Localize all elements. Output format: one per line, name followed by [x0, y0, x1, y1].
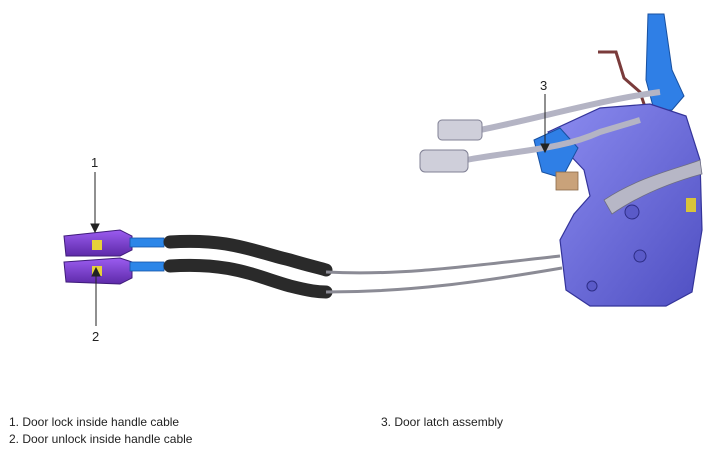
legend-right-column: 3. Door latch assembly [381, 414, 503, 431]
legend-left-column: 1. Door lock inside handle cable 2. Door… [9, 414, 192, 448]
callout-number-3: 3 [540, 78, 548, 93]
legend-item-1: 1. Door lock inside handle cable [9, 415, 180, 429]
bare-cables [325, 254, 563, 294]
callout-number-2: 2 [92, 329, 100, 344]
legend-item-3: 3. Door latch assembly [381, 415, 504, 429]
door-latch-assembly [533, 13, 703, 307]
door-latch-cable-illustration [63, 13, 703, 326]
legend-item-2: 2. Door unlock inside handle cable [9, 432, 193, 446]
black-cable-sheaths [163, 234, 333, 299]
cable-end-connectors [63, 229, 165, 285]
callout-number-1: 1 [91, 155, 99, 170]
callout-leaders [90, 94, 550, 326]
